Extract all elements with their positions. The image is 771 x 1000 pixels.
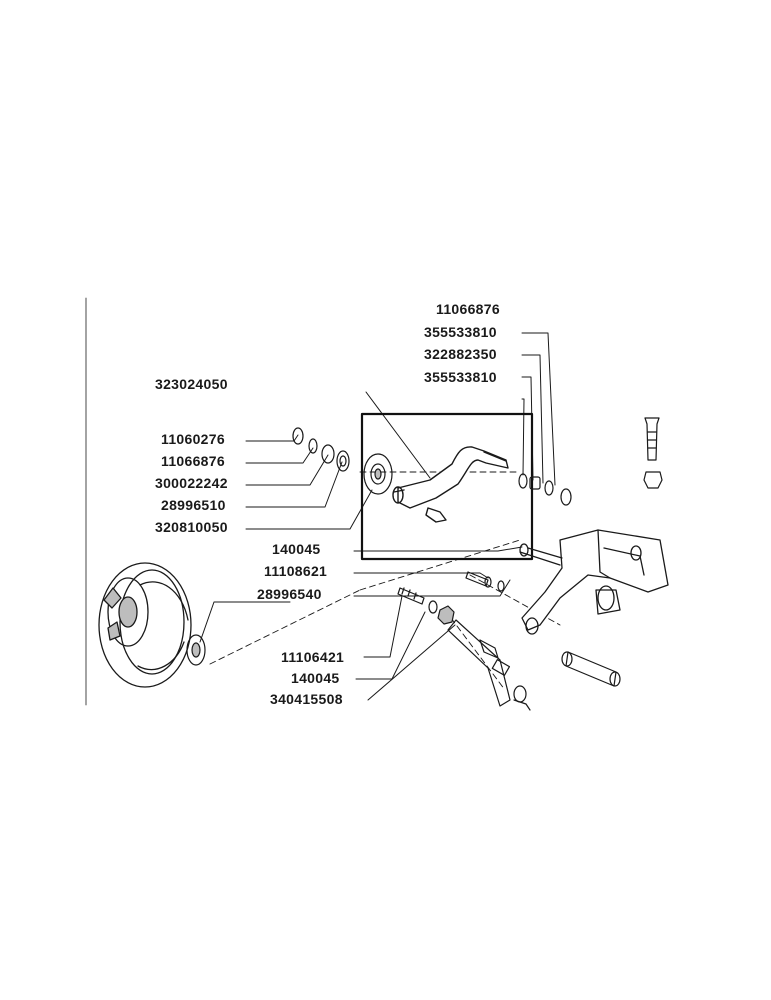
part-label-140045-b: 140045 [291, 670, 340, 686]
roller-pin [561, 651, 621, 687]
linkage-rod [447, 619, 531, 711]
part-label-28996510: 28996510 [161, 497, 226, 513]
part-label-140045-a: 140045 [272, 541, 321, 557]
highlight-box [360, 412, 534, 561]
part-label-320810050: 320810050 [155, 519, 228, 535]
pedal-lever [392, 446, 509, 523]
mounting-bracket [519, 529, 669, 635]
pivot-nut [437, 605, 455, 625]
pulley-bearing [186, 634, 206, 666]
part-label-355533810-a: 355533810 [424, 324, 497, 340]
part-label-340415508: 340415508 [270, 691, 343, 707]
part-label-11066876-left: 11066876 [161, 453, 225, 469]
pivot-washer [428, 600, 438, 614]
part-label-11066876-top: 11066876 [436, 301, 500, 317]
part-label-11060276: 11060276 [161, 431, 225, 447]
part-label-28996540: 28996540 [257, 586, 322, 602]
part-label-323024050: 323024050 [155, 376, 228, 392]
part-label-300022242: 300022242 [155, 475, 228, 491]
part-label-355533810-b: 355533810 [424, 369, 497, 385]
shaft-washers [518, 473, 572, 506]
pivot-bolt [397, 587, 425, 605]
mounting-bolt [644, 417, 660, 461]
mounting-nut [643, 471, 663, 489]
lever-pin-washer [497, 580, 505, 592]
left-washer-stack [292, 427, 393, 495]
part-label-11106421: 11106421 [281, 649, 345, 665]
part-label-322882350: 322882350 [424, 346, 497, 362]
part-label-11108621: 11108621 [264, 563, 328, 579]
leader-lines [199, 332, 556, 701]
lever-pin-bolt [465, 571, 492, 588]
brake-drum-pulley [98, 562, 192, 688]
